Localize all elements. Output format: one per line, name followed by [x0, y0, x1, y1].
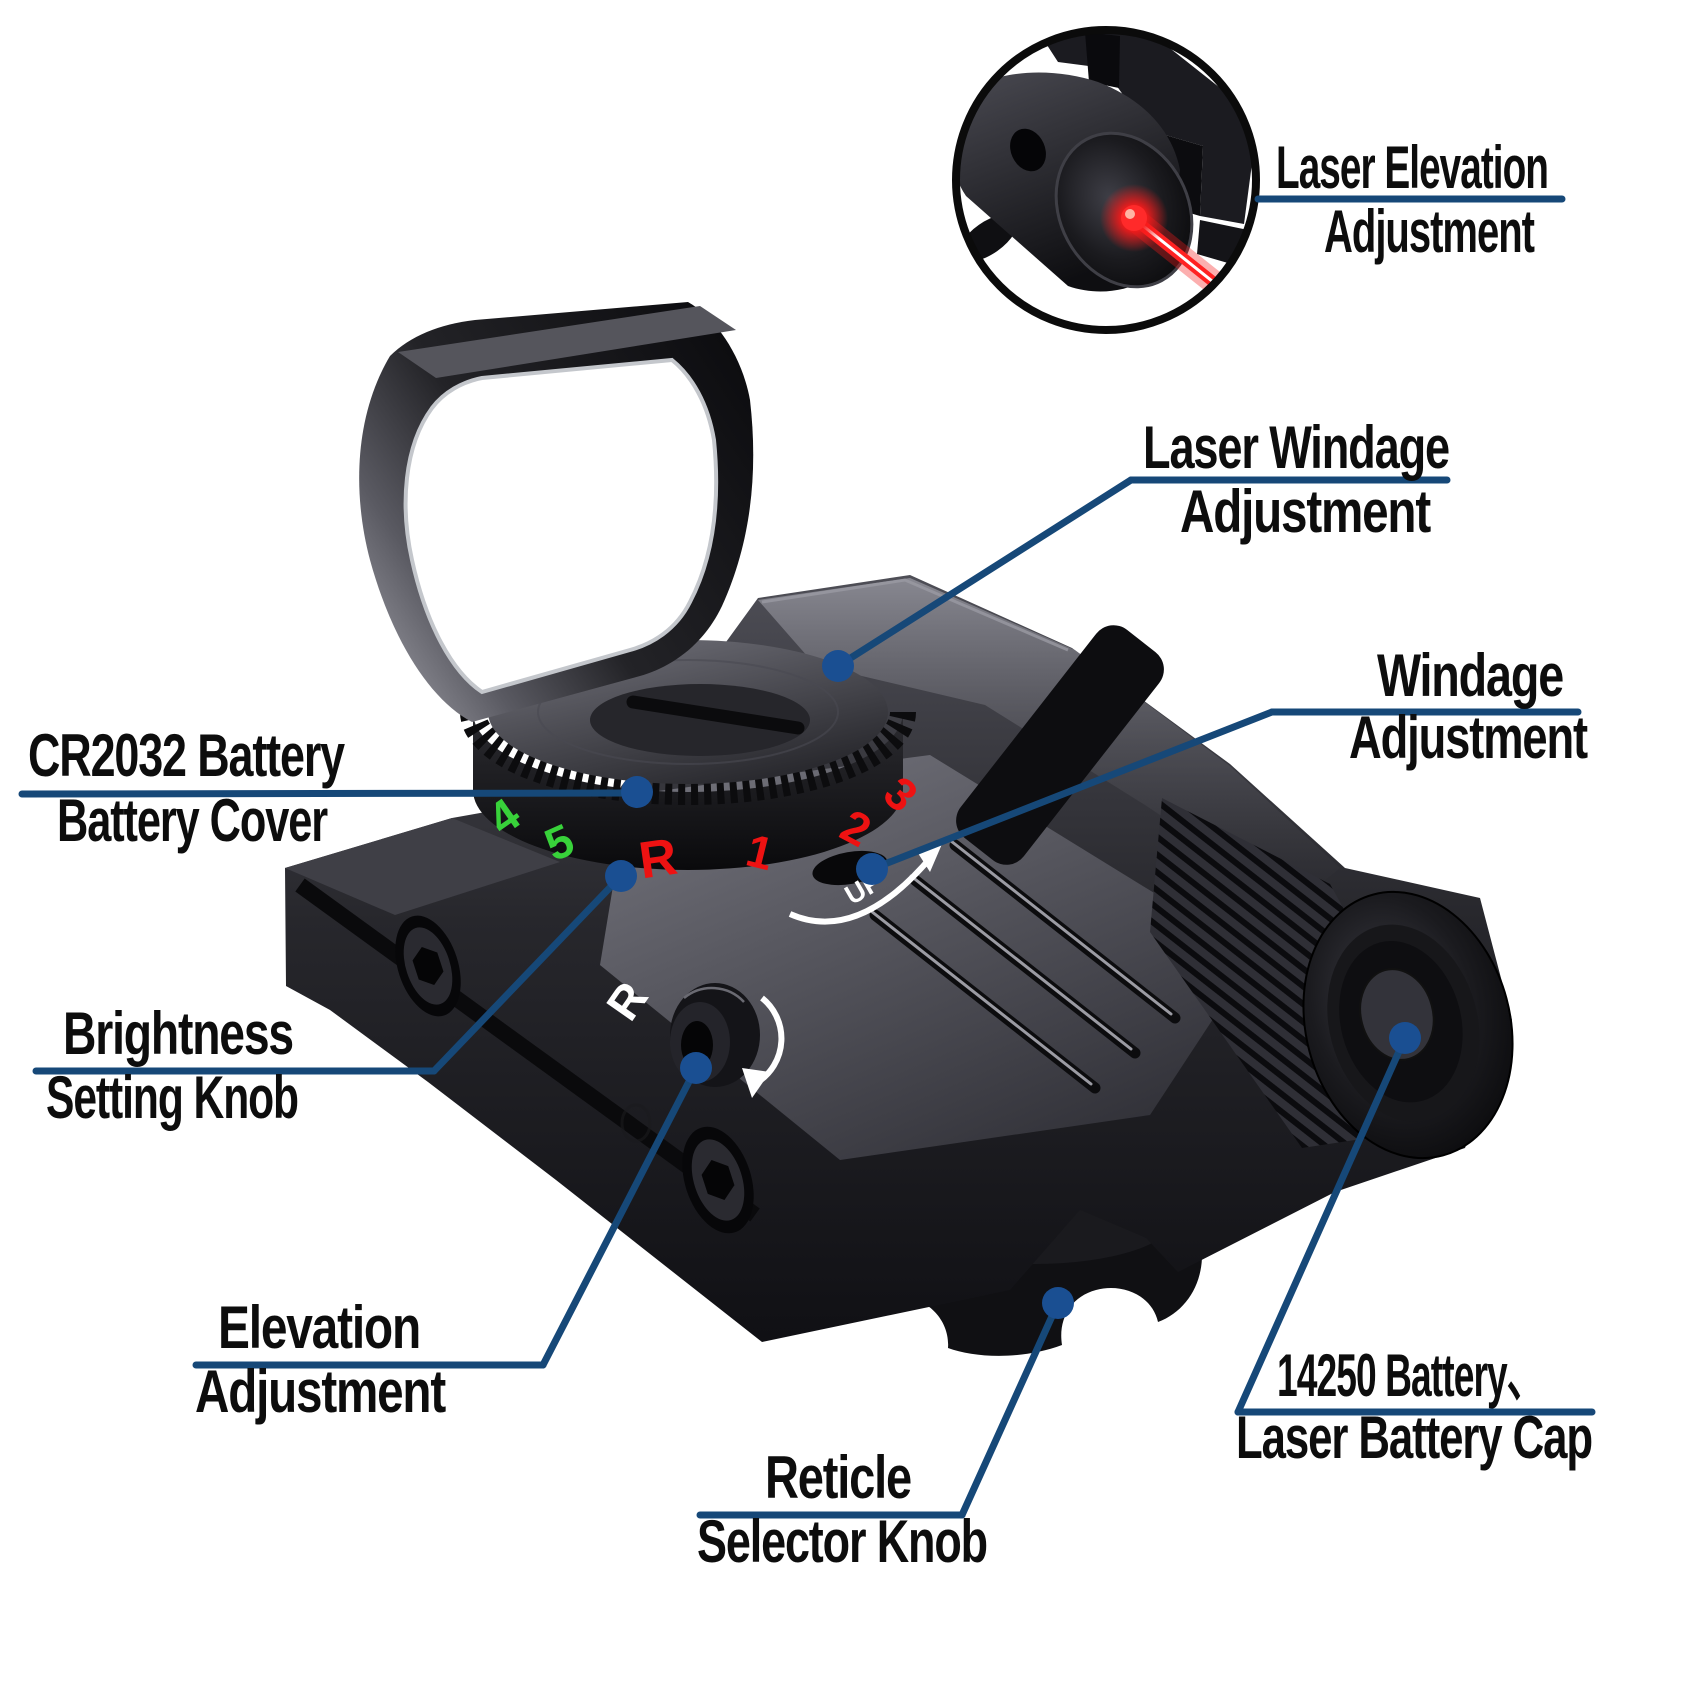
- label-elevation-1: Elevation: [218, 1294, 420, 1361]
- callout-elevation: Elevation Adjustment: [192, 1052, 712, 1425]
- label-windage-2: Adjustment: [1349, 704, 1588, 771]
- label-cr2032-2: Battery Cover: [57, 787, 328, 854]
- laser-inset: [952, 26, 1260, 334]
- label-brightness-2: Setting Knob: [46, 1064, 298, 1131]
- label-windage-1: Windage: [1377, 642, 1563, 709]
- callout-laser-windage: Laser Windage Adjustment: [822, 414, 1451, 682]
- label-brightness-1: Brightness: [63, 1000, 293, 1067]
- callout-brightness: Brightness Setting Knob: [32, 860, 637, 1131]
- battery-cover-slot: [626, 695, 805, 735]
- label-elevation-2: Adjustment: [195, 1358, 446, 1425]
- inset-side-hole: [1010, 128, 1046, 172]
- label-laser-windage-2: Adjustment: [1180, 478, 1431, 545]
- reflex-window: [359, 302, 754, 722]
- label-laser-battery-2: Laser Battery Cap: [1236, 1404, 1592, 1471]
- rail-seam: [295, 878, 760, 1222]
- rail-clamp: [285, 818, 560, 915]
- inset-ring: [952, 26, 1260, 334]
- label-laser-windage-1: Laser Windage: [1143, 414, 1449, 481]
- hex-screw-front: [395, 915, 461, 1017]
- window-opening: [403, 357, 719, 695]
- dial-mark-r: R: [636, 828, 681, 891]
- label-reticle-1: Reticle: [765, 1444, 911, 1511]
- rotation-arrow: [742, 995, 785, 1098]
- label-laser-elevation-1: Laser Elevation: [1276, 134, 1548, 201]
- callout-laser-battery: 14250 Battery、 Laser Battery Cap: [1234, 1022, 1596, 1471]
- deck-rails: [869, 839, 1181, 1094]
- label-reticle-2: Selector Knob: [697, 1508, 987, 1575]
- label-cr2032-1: CR2032 Battery: [28, 722, 346, 789]
- label-laser-battery-1: 14250 Battery、: [1277, 1342, 1543, 1409]
- callout-reticle: Reticle Selector Knob: [696, 1287, 1074, 1575]
- callout-laser-elevation: Laser Elevation Adjustment: [1254, 134, 1566, 265]
- laser-clamp-band: [956, 625, 1164, 865]
- callout-cr2032: CR2032 Battery Battery Cover: [18, 722, 653, 854]
- callout-windage: Windage Adjustment: [856, 642, 1590, 885]
- hex-screw-rear: [682, 1126, 754, 1234]
- label-laser-elevation-2: Adjustment: [1324, 198, 1535, 265]
